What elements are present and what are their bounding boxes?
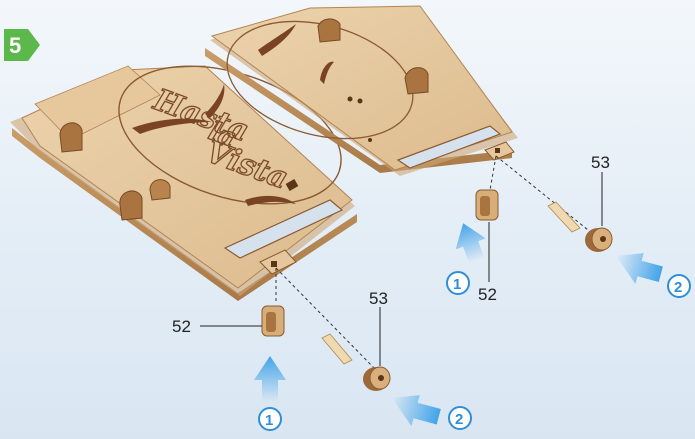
latch-part-52-left [262,306,284,336]
step-badge: 5 [4,29,40,61]
wheel-part-53-right [585,228,612,252]
left-hardware: 52 53 1 2 [172,268,471,432]
step-number: 5 [9,33,21,58]
step-marker-2-left-label: 2 [455,411,463,428]
step-marker-1-right-label: 1 [453,276,461,293]
dowel-left [322,334,352,364]
callout-label-52-right: 52 [478,285,497,304]
step-marker-2-right-label: 2 [674,279,682,296]
push-up-arrow-left [254,356,286,402]
wheel-part-53-left [363,367,390,391]
callout-label-52-left: 52 [172,317,191,336]
push-up-arrow-right [448,218,492,267]
callout-label-53-right: 53 [591,153,610,172]
callout-label-53-left: 53 [369,289,388,308]
step-marker-1-left-label: 1 [265,412,273,429]
dowel-right [548,202,580,232]
push-arrow-2-left [386,388,443,432]
right-hardware: 52 53 1 2 [447,153,690,304]
latch-part-52-right [476,190,498,220]
push-arrow-2-right [610,246,665,289]
